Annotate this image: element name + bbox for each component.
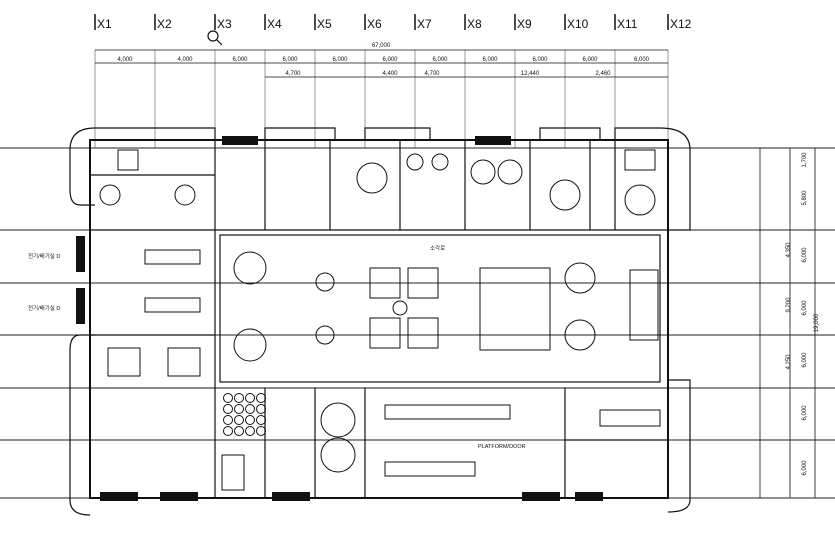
bay-dimension: 6,000 [232,57,248,63]
equipment-boxes [107,149,661,491]
sub-dimension: 4,700 [424,71,440,77]
grid-label: X2 [157,17,172,31]
grid-label: X5 [317,17,332,31]
overall-dimension: 67,000 [372,43,391,49]
tank [256,393,266,403]
grid-label: X4 [267,17,282,31]
right-dimension: 6,000 [802,352,808,368]
tank [223,415,233,425]
right-dimension-inner: 9,200 [786,297,792,313]
right-dimension: 6,000 [802,460,808,476]
tank [234,404,244,414]
tank [234,415,244,425]
bay-dimensions: 4,000 4,000 6,000 6,000 6,000 6,000 6,000 6,000… [117,57,649,63]
total-height-dimension: 19,000 [814,313,820,332]
sub-dimensions: 4,700 4,400 4,700 12,440 2,460 [285,71,611,77]
tank [245,426,255,436]
grid-label: X9 [517,17,532,31]
bay-dimension: 6,000 [482,57,498,63]
tank [223,426,233,436]
right-dimension-inner: 4,250 [786,354,792,370]
tank [245,404,255,414]
grid-label: X12 [670,17,692,31]
grid-label: X6 [367,17,382,31]
grid-label: X11 [617,17,638,31]
tank [234,426,244,436]
bay-dimension: 6,000 [332,57,348,63]
right-dimension: 6,000 [802,300,808,316]
right-dimension: 6,000 [802,247,808,263]
zoom-icon[interactable] [207,30,223,46]
room-label-side-2: 전기/배기실 D [28,304,60,312]
tank [234,393,244,403]
dimension-lines [95,49,816,498]
door-blocks [76,136,603,501]
tank [256,404,266,414]
bay-dimension: 6,000 [432,57,448,63]
tank [245,415,255,425]
grid-label: X8 [467,17,482,31]
right-dimension: 6,000 [802,405,808,421]
sub-dimension: 4,400 [382,71,398,77]
grid-label: X10 [567,17,589,31]
right-dimension-inner: 4,350 [786,242,792,258]
bay-dimension: 6,000 [582,57,598,63]
sub-dimension: 2,460 [595,71,611,77]
bay-dimension: 6,000 [634,57,650,63]
equipment [99,153,656,473]
bay-dimension: 6,000 [382,57,398,63]
right-dimension: 5,800 [802,190,808,206]
grid-axis-header: X1 X2 X3 X4 X5 X6 X7 X8 X9 X10 X11 X12 [94,14,692,148]
room-label-center: 소각로 [430,245,445,252]
grid-label: X1 [97,17,112,31]
tank [223,393,233,403]
right-dimensions: 1,700 5,800 6,000 6,000 6,000 6,000 6,000 4,350… [786,152,808,476]
sub-dimension: 4,700 [285,71,301,77]
room-label-bottom: PLATFORM/DOOR [478,444,526,450]
right-dimension: 1,700 [802,152,808,168]
grid-label: X3 [217,17,232,31]
sub-dimension: 12,440 [521,71,540,77]
tank [245,393,255,403]
bay-dimension: 6,000 [532,57,548,63]
bay-dimension: 4,000 [177,57,193,63]
bay-dimension: 4,000 [117,57,133,63]
tank [256,426,266,436]
horizontal-gridlines [0,147,835,499]
building-shell [69,127,691,516]
bay-dimension: 6,000 [282,57,298,63]
room-label-side-1: 전기/배기실 D [28,252,60,260]
grid-label: X7 [417,17,432,31]
tank [256,415,266,425]
tank [223,404,233,414]
